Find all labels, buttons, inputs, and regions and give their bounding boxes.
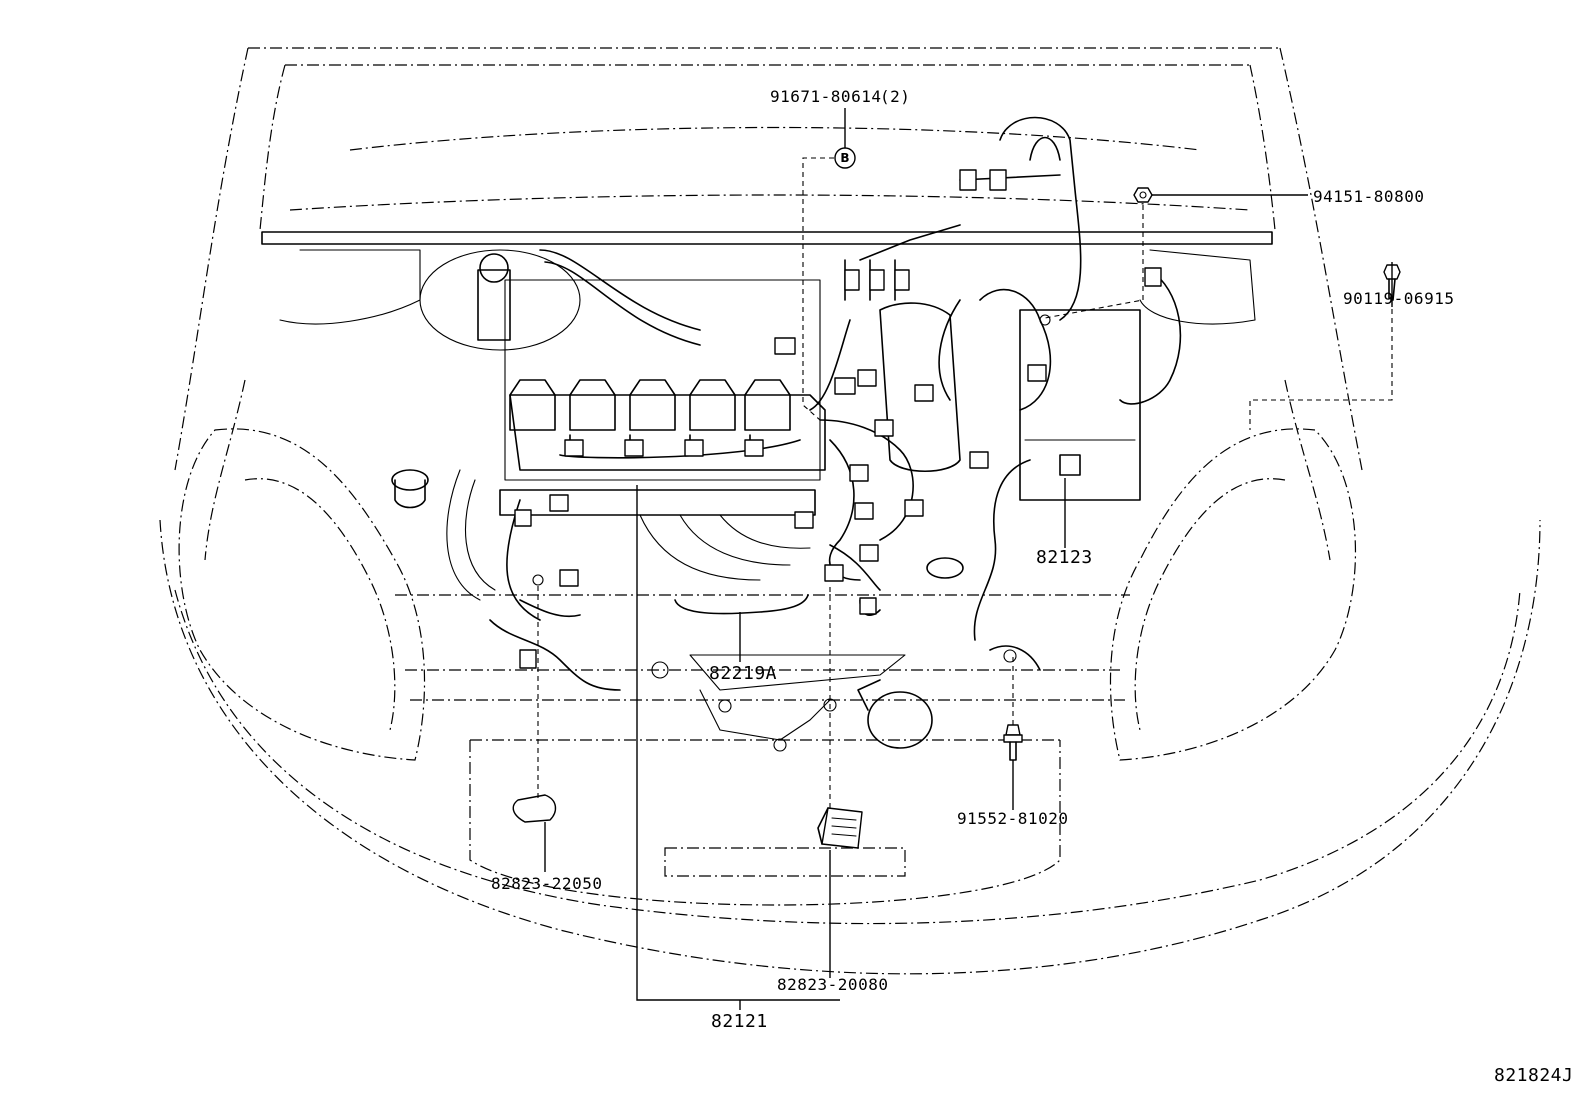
callout-82823-22050-label[interactable]: 82823-22050 [491,874,602,893]
callout-91671-qty: (2) [880,87,910,106]
car-body-outline [159,47,1541,975]
engine-wire-harness [489,116,1182,691]
callout-91671[interactable]: 91671-80614 (2) B [770,87,910,169]
horn [857,679,933,749]
engine-block [391,279,826,601]
relay-82823-22050 [512,794,557,823]
callout-91552-label[interactable]: 91552-81020 [957,809,1068,828]
bolt-91552 [1003,724,1023,761]
callout-82123-label[interactable]: 82123 [1036,547,1093,568]
callout-82121-label[interactable]: 82121 [711,1011,768,1032]
leader-lines [537,108,1393,1010]
brake-reservoir [419,249,701,351]
right-headlight [1109,428,1357,761]
diagram-id: 821824J [1494,1065,1573,1086]
fuse-block-82823-20080 [817,807,863,849]
callout-marker-letter: B [840,151,849,165]
air-cleaner [879,302,961,473]
callout-90119-label[interactable]: 90119-06915 [1343,289,1454,308]
callout-marker-circle [834,147,856,169]
left-headlight [178,428,426,761]
callout-82823-20080-label[interactable]: 82823-20080 [777,975,888,994]
callout-82219a-label[interactable]: 82219A [709,663,777,684]
callout-94151-label[interactable]: 94151-80800 [1313,187,1424,206]
battery [1019,309,1141,501]
callout-91671-label: 91671-80614 [770,87,881,106]
nut-94151 [1133,187,1153,203]
